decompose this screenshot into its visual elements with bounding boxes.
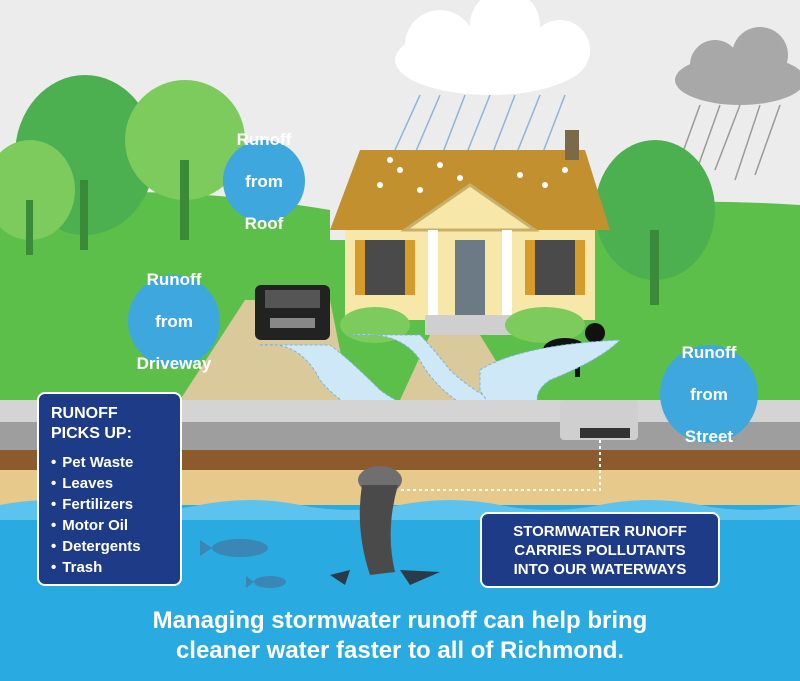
callout-line: from [245,171,283,191]
grey-rain-icon [679,104,781,181]
callout-line: from [155,311,193,331]
car-icon [255,285,330,340]
callout-line: Street [684,426,734,446]
caption: Managing stormwater runoff can help brin… [152,607,648,664]
white-cloud-icon [395,0,590,95]
raindrop-icon [377,157,568,193]
callout-line: Runoff [146,269,202,289]
carries-pollutants-box: STORMWATER RUNOFF CARRIES POLLUTANTS INT… [480,512,720,588]
pickup-title: RUNOFF PICKS UP: [51,405,132,442]
runoff-picks-up-box: RUNOFF PICKS UP: Pet Waste Leaves Fertil… [37,392,182,586]
callout-line: Runoff [236,129,292,149]
drain-pipe-line [400,440,601,491]
fish-icon [200,539,268,557]
shrub [505,307,585,343]
callout-runoff-from-street: Runoff from Street [660,342,758,446]
outfall-pipe-icon [358,466,402,575]
list-item: Detergents [51,536,168,557]
tree-icon [125,80,245,240]
list-item: Motor Oil [51,515,168,536]
callout-runoff-from-roof: Runoff from Roof [223,130,305,233]
list-item: Fertilizers [51,494,168,515]
callout-runoff-from-driveway: Runoff from Driveway [128,270,220,373]
storm-drain-icon [560,400,638,440]
callout-line: from [690,384,728,404]
tree-icon [595,140,715,305]
list-item: Leaves [51,473,168,494]
list-item: Pet Waste [51,452,168,473]
callout-line: Roof [244,213,284,233]
carries-pollutants-text: STORMWATER RUNOFF CARRIES POLLUTANTS INT… [513,522,687,578]
house-icon [330,130,610,335]
list-item: Trash [51,557,168,578]
callout-line: Driveway [136,353,212,373]
grey-cloud-icon [675,27,800,105]
callout-line: Runoff [681,342,737,362]
pollution-splash [330,570,440,585]
tree-icon [0,140,75,255]
pollutant-list: Pet Waste Leaves Fertilizers Motor Oil D… [51,452,168,578]
fish-icon [246,576,286,588]
